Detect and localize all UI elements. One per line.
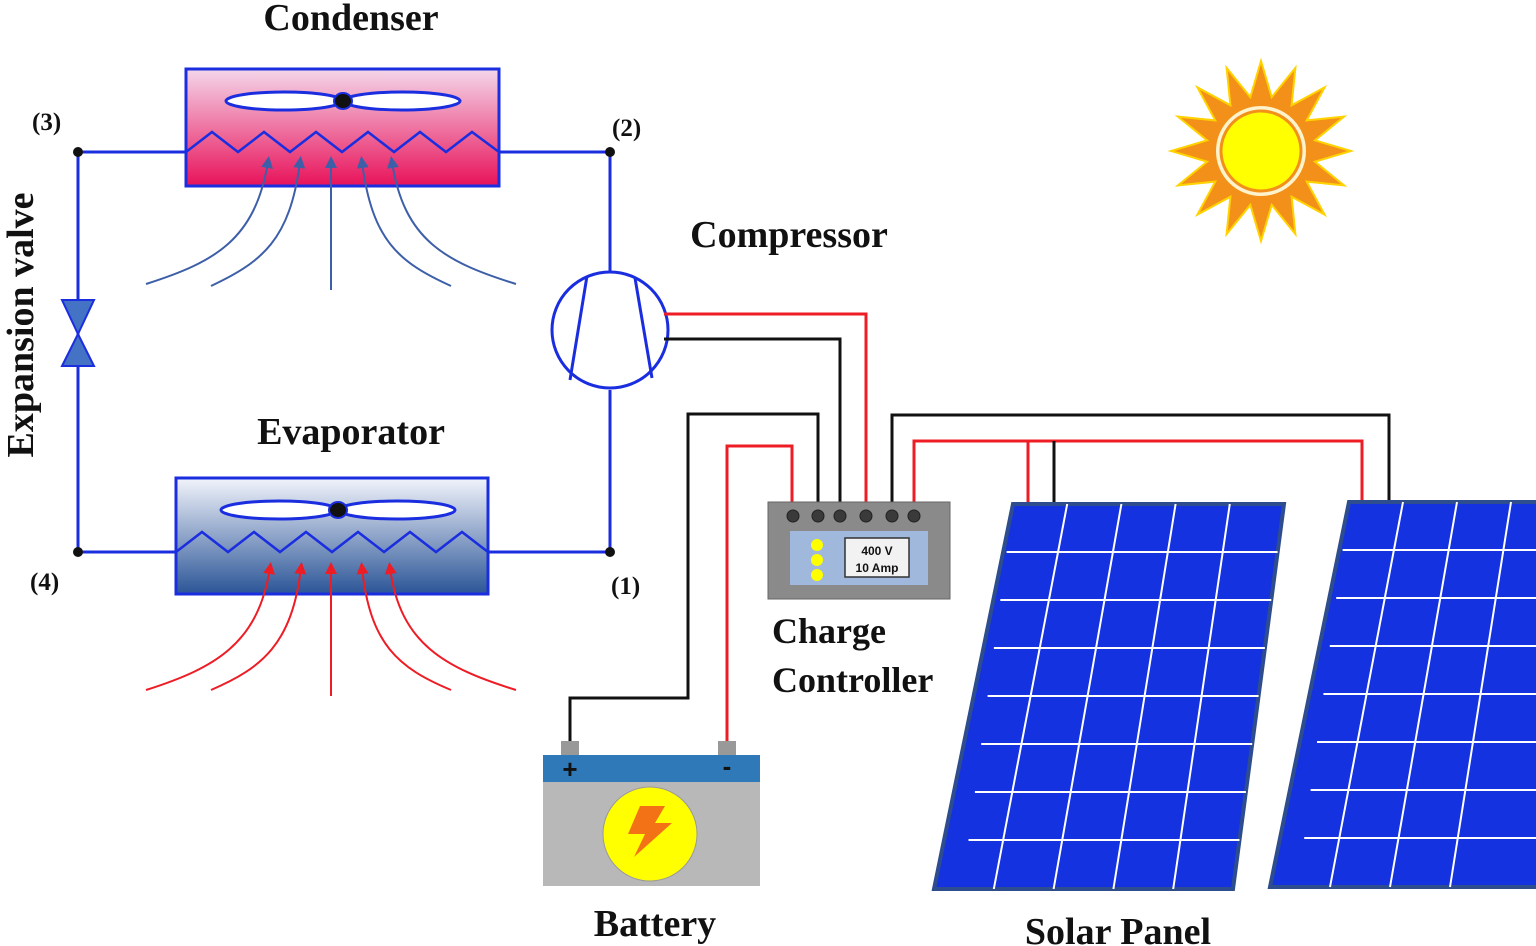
- evaporator-coil: [175, 530, 489, 554]
- condenser: [145, 67, 517, 290]
- controller-terminals: [786, 509, 921, 523]
- state-point-3: (3): [32, 109, 61, 136]
- lightning-bolt-icon: [628, 806, 672, 857]
- solar-panel-left: [931, 502, 1287, 891]
- solar-positive-wire: [912, 439, 1364, 514]
- solar-panel-right: [1267, 500, 1536, 889]
- evaporator-airflow-arrows: [145, 562, 517, 696]
- fan-icon: [224, 90, 462, 112]
- controller-display: [844, 537, 910, 578]
- state-point-1: (1): [611, 573, 640, 600]
- controller-voltage: 400 V: [861, 544, 892, 558]
- evaporator: [145, 476, 517, 696]
- compressor-positive-wire: [664, 312, 868, 514]
- condenser-coil: [185, 130, 500, 154]
- wiring: [568, 312, 1391, 741]
- state-point-4: (4): [30, 569, 59, 596]
- fan-icon: [219, 499, 457, 521]
- charge-controller-label-line2: Controller: [772, 660, 933, 700]
- battery: + -: [543, 741, 760, 886]
- compressor-label: Compressor: [690, 214, 888, 256]
- controller-current: 10 Amp: [856, 561, 899, 575]
- expansion-valve-label: Expansion valve: [0, 192, 42, 457]
- condenser-label: Condenser: [263, 0, 438, 39]
- compressor-symbol-icon: [550, 270, 670, 390]
- expansion-valve-icon: [60, 299, 96, 367]
- compressor-negative-wire: [664, 337, 842, 514]
- solar-panel-label: Solar Panel: [1025, 911, 1211, 946]
- battery-negative-wire: [568, 412, 820, 741]
- state-point-dots: [73, 147, 615, 557]
- charge-controller-label-line1: Charge: [772, 611, 886, 651]
- state-point-2: (2): [612, 115, 641, 142]
- sun-icon: [1167, 57, 1355, 245]
- solar-negative-wire: [890, 413, 1391, 514]
- controller-indicator-lights: [811, 539, 823, 581]
- battery-positive-terminal: +: [562, 754, 577, 784]
- evaporator-label: Evaporator: [257, 411, 445, 453]
- charge-controller: 400 V 10 Amp: [767, 501, 951, 600]
- condenser-airflow-arrows: [145, 156, 517, 290]
- battery-positive-wire: [725, 444, 794, 741]
- battery-label: Battery: [594, 903, 716, 945]
- battery-negative-terminal: -: [723, 751, 732, 781]
